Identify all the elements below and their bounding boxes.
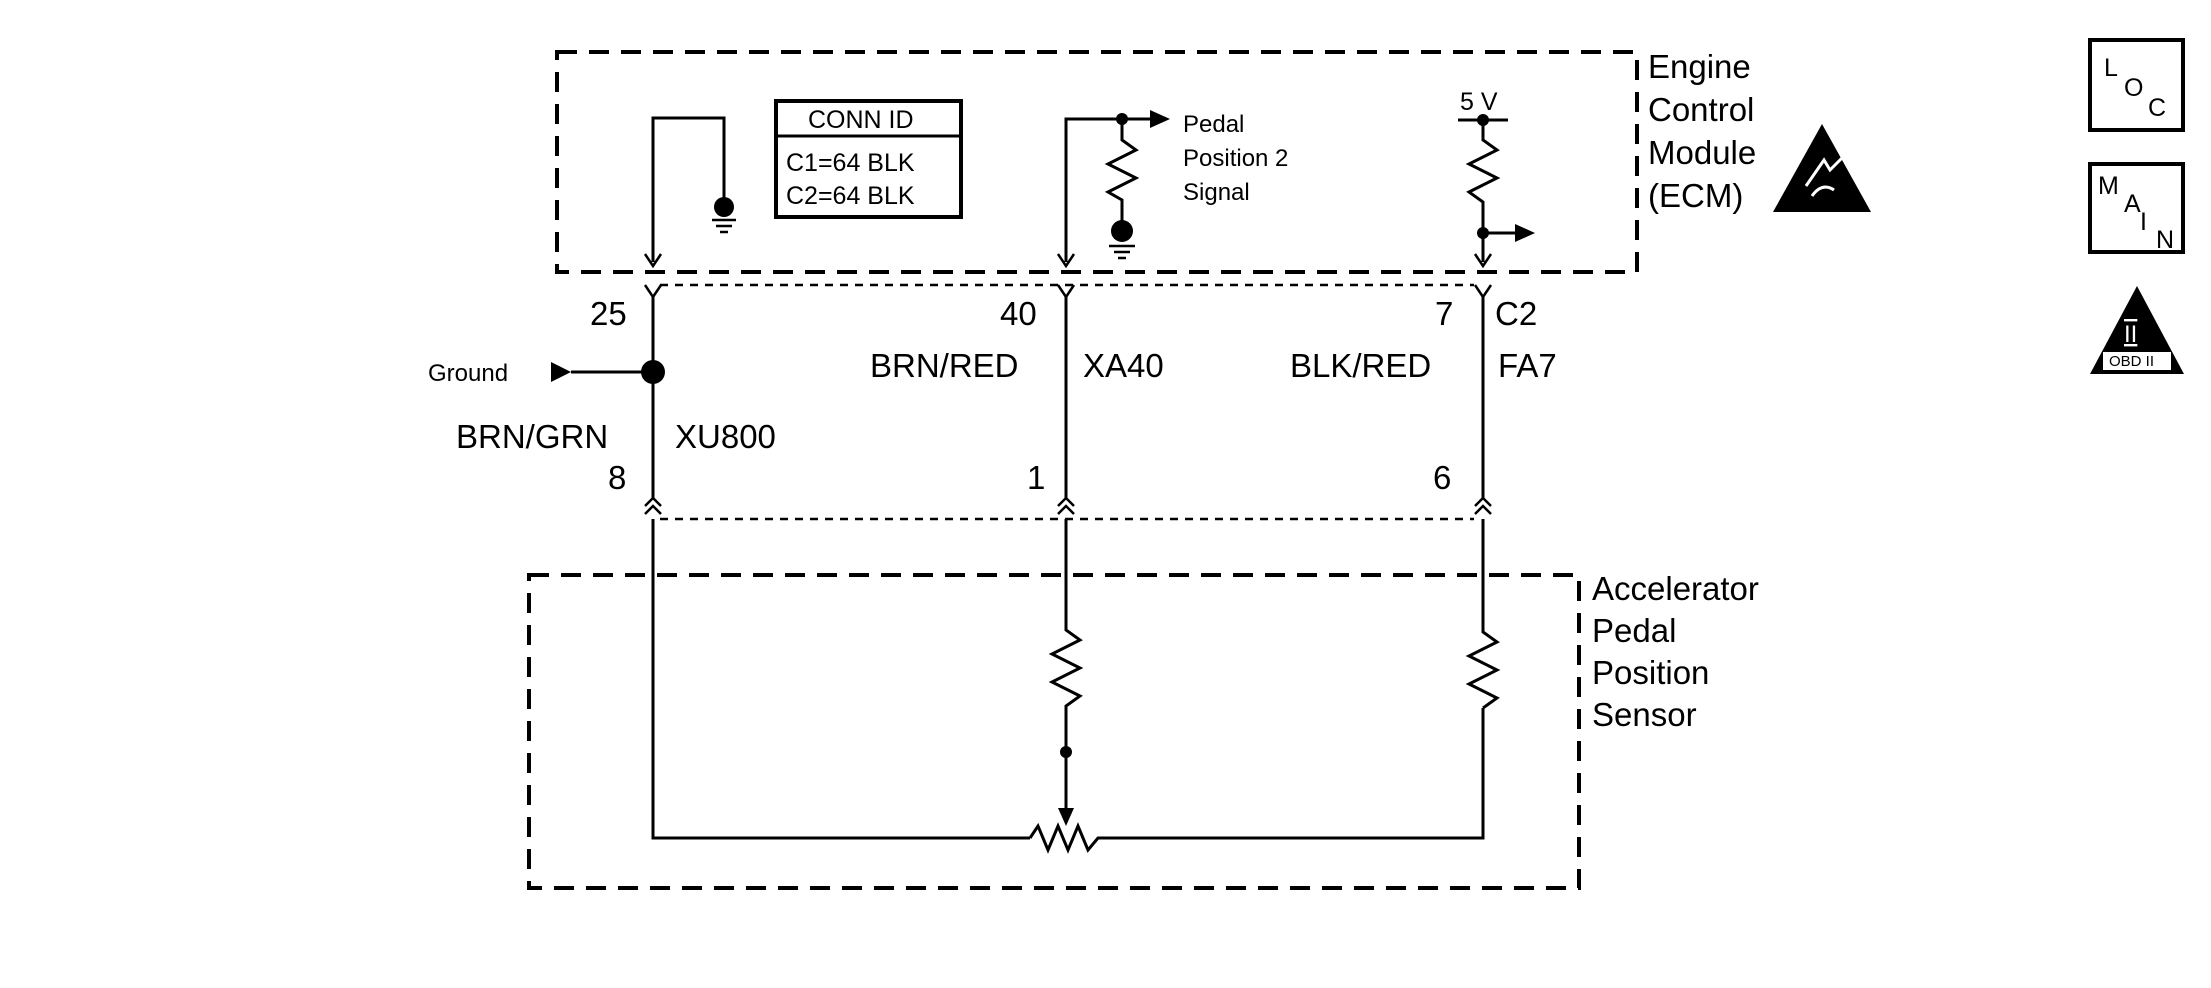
conn-id-row-2: C2=64 BLK (786, 182, 915, 210)
sensor-pin-1: 1 (1027, 459, 1045, 496)
pedal-signal-line-3: Signal (1183, 179, 1250, 206)
wire-color-blk-red: BLK/RED (1290, 347, 1431, 384)
svg-text:L: L (2104, 54, 2118, 82)
ground-splice: Ground (428, 360, 665, 387)
ecm-name-line-2: Control (1648, 91, 1754, 128)
conn-id-row-1: C1=64 BLK (786, 149, 915, 177)
ground-label: Ground (428, 360, 508, 387)
supply-voltage-label: 5 V (1460, 88, 1498, 116)
pedal-signal-line-1: Pedal (1183, 111, 1244, 138)
sensor-internal-circuit (651, 519, 1501, 854)
ecm-5v-reference: 5 V (1458, 88, 1535, 269)
circuit-id-xa40: XA40 (1083, 347, 1164, 384)
sensor-pin-8: 8 (608, 459, 626, 496)
svg-text:I: I (2140, 208, 2147, 236)
svg-text:O: O (2124, 74, 2143, 102)
wire-color-brn-red: BRN/RED (870, 347, 1019, 384)
sensor-name-line-4: Sensor (1592, 696, 1697, 733)
ecm-pin-25: 25 (590, 295, 627, 332)
wire-color-brn-grn: BRN/GRN (456, 418, 608, 455)
circuit-id-xu800: XU800 (675, 418, 776, 455)
loc-icon: L O C (2088, 38, 2185, 132)
ecm-name-line-1: Engine (1648, 48, 1751, 85)
ecm-name-line-4: (ECM) (1648, 177, 1743, 214)
pedal-signal-line-2: Position 2 (1183, 145, 1288, 172)
sensor-name-line-1: Accelerator (1592, 570, 1759, 607)
esd-warning-icon (1773, 124, 1871, 212)
svg-text:M: M (2098, 172, 2119, 200)
ecm-pin-40: 40 (1000, 295, 1037, 332)
obd-ii-icon: II OBD II (2090, 286, 2184, 374)
ecm-signal-circuit: Pedal Position 2 Signal (1056, 110, 1288, 269)
ecm-pin-7: 7 (1435, 295, 1453, 332)
ecm-connector-label: C2 (1495, 295, 1537, 332)
svg-text:A: A (2124, 190, 2141, 218)
ecm-internal-ground (643, 116, 736, 269)
svg-text:OBD II: OBD II (2109, 353, 2154, 370)
circuit-id-fa7: FA7 (1498, 347, 1557, 384)
ecm-name-line-3: Module (1648, 134, 1756, 171)
sensor-name-line-3: Position (1592, 654, 1709, 691)
main-icon: M A I N (2088, 162, 2185, 254)
svg-text:II: II (2124, 321, 2137, 348)
ecm-module-box (555, 50, 1639, 274)
sensor-box (527, 573, 1581, 890)
conn-id-table: CONN ID C1=64 BLK C2=64 BLK (774, 99, 963, 219)
sensor-pin-6: 6 (1433, 459, 1451, 496)
svg-text:C: C (2148, 94, 2166, 122)
svg-text:N: N (2156, 226, 2174, 254)
conn-id-header: CONN ID (808, 106, 914, 134)
sensor-name-line-2: Pedal (1592, 612, 1676, 649)
